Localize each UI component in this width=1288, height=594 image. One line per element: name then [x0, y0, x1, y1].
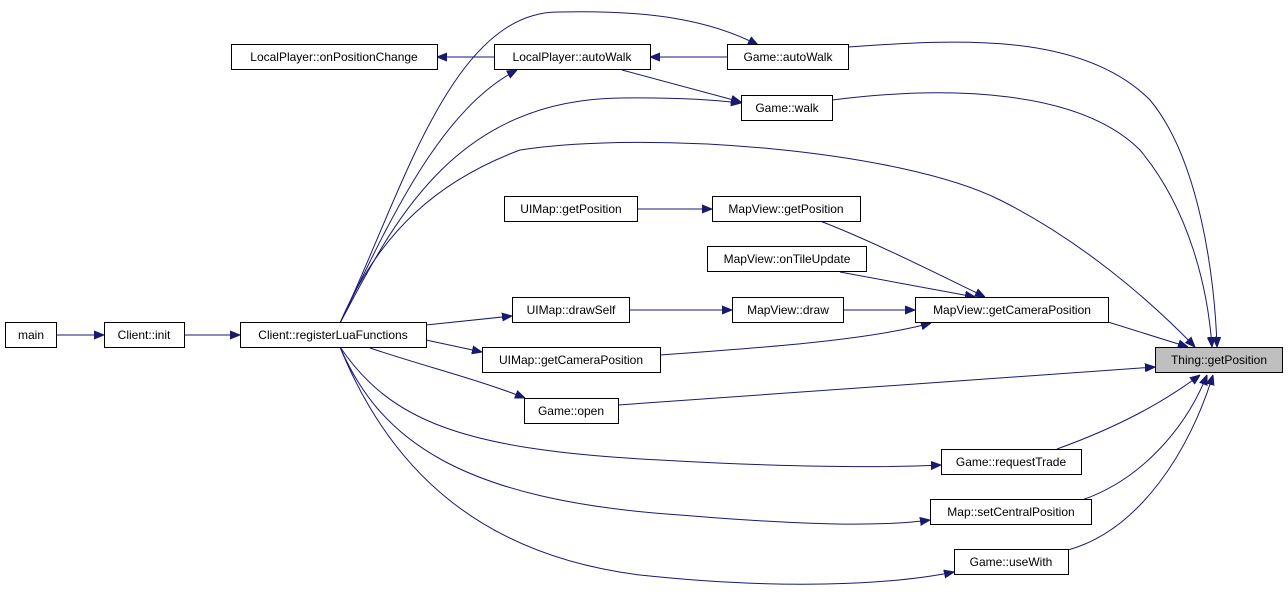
edge-register-use-with	[339, 346, 954, 585]
edge-register-uimap-drawself	[425, 316, 512, 326]
edge-register-request-trade	[339, 346, 941, 467]
edge-mapview-getpos-getcam	[819, 220, 985, 297]
node-mapview-getposition[interactable]: MapView::getPosition	[712, 196, 861, 222]
node-mapview-ontileupdate[interactable]: MapView::onTileUpdate	[707, 246, 867, 272]
edge-register-lp-autowalk	[339, 70, 517, 324]
node-game-usewith[interactable]: Game::useWith	[954, 549, 1069, 575]
edge-request-trade-thing	[1056, 375, 1200, 450]
node-mapview-getcameraposition[interactable]: MapView::getCameraPosition	[915, 297, 1109, 323]
node-thing-getposition-label: Thing::getPosition	[1171, 353, 1267, 367]
node-uimap-getcameraposition-label: UIMap::getCameraPosition	[499, 353, 643, 367]
node-mapview-getcameraposition-label: MapView::getCameraPosition	[933, 303, 1091, 317]
node-mapview-getposition-label: MapView::getPosition	[728, 202, 843, 216]
node-uimap-getcameraposition[interactable]: UIMap::getCameraPosition	[482, 347, 661, 373]
node-uimap-getposition[interactable]: UIMap::getPosition	[504, 196, 638, 222]
node-game-open-label: Game::open	[538, 404, 604, 418]
edge-game-open-thing	[617, 367, 1155, 406]
edge-register-uimap-getcam	[425, 339, 482, 352]
node-uimap-drawself[interactable]: UIMap::drawSelf	[512, 297, 630, 323]
node-localplayer-autowalk-label: LocalPlayer::autoWalk	[513, 50, 633, 64]
node-localplayer-onpositionchange-label: LocalPlayer::onPositionChange	[250, 50, 418, 64]
node-main[interactable]: main	[5, 322, 57, 348]
edge-game-walk-thing	[831, 92, 1212, 347]
node-game-open[interactable]: Game::open	[524, 398, 619, 424]
node-thing-getposition[interactable]: Thing::getPosition	[1155, 347, 1283, 373]
node-game-autowalk-label: Game::autoWalk	[744, 50, 834, 64]
node-mapview-ontileupdate-label: MapView::onTileUpdate	[724, 252, 851, 266]
edge-uimap-getcam-mapview-getcam	[659, 323, 931, 356]
node-game-walk-label: Game::walk	[755, 101, 819, 115]
node-game-usewith-label: Game::useWith	[970, 555, 1053, 569]
edge-getcam-thing	[1107, 321, 1188, 347]
node-localplayer-autowalk[interactable]: LocalPlayer::autoWalk	[494, 44, 651, 70]
edge-register-thing-getpos-upper	[339, 141, 1195, 347]
edge-mapview-ontile-getcam	[839, 271, 975, 297]
edge-register-game-walk	[339, 98, 741, 324]
node-mapview-draw[interactable]: MapView::draw	[732, 297, 844, 323]
node-uimap-getposition-label: UIMap::getPosition	[520, 202, 621, 216]
node-game-requesttrade-label: Game::requestTrade	[956, 455, 1067, 469]
edge-lp-autowalk-game-walk	[621, 69, 741, 102]
node-map-setcentralposition-label: Map::setCentralPosition	[947, 505, 1074, 519]
edge-register-game-autowalk	[339, 11, 758, 324]
node-client-init-label: Client::init	[118, 328, 171, 342]
node-localplayer-onpositionchange[interactable]: LocalPlayer::onPositionChange	[231, 44, 438, 70]
edge-set-central-thing	[1081, 375, 1207, 501]
edge-register-set-central	[339, 346, 930, 524]
node-main-label: main	[18, 328, 44, 342]
node-game-autowalk[interactable]: Game::autoWalk	[727, 44, 849, 70]
node-uimap-drawself-label: UIMap::drawSelf	[527, 303, 616, 317]
edge-register-game-open	[369, 347, 525, 398]
edge-game-autowalk-thing	[847, 41, 1217, 347]
node-client-init[interactable]: Client::init	[104, 322, 185, 348]
node-client-register-lua-functions[interactable]: Client::registerLuaFunctions	[240, 322, 427, 348]
node-mapview-draw-label: MapView::draw	[747, 303, 829, 317]
node-map-setcentralposition[interactable]: Map::setCentralPosition	[930, 499, 1092, 525]
edge-use-with-thing	[1067, 375, 1213, 551]
node-game-walk[interactable]: Game::walk	[741, 95, 833, 121]
node-game-requesttrade[interactable]: Game::requestTrade	[941, 449, 1082, 475]
node-client-register-lua-functions-label: Client::registerLuaFunctions	[258, 328, 407, 342]
